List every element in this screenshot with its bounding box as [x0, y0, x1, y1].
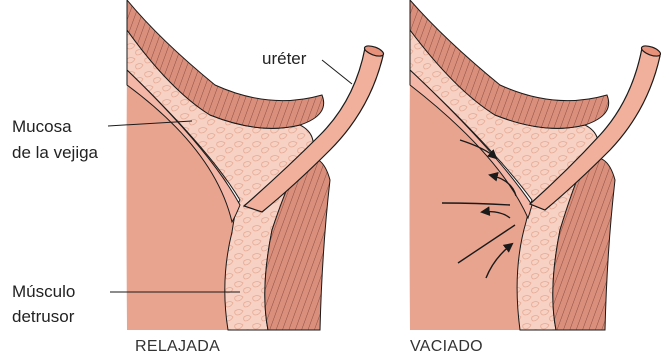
musculo-label-line2: detrusor	[12, 306, 74, 328]
relaxed-panel	[108, 0, 385, 330]
voiding-panel	[410, 0, 662, 330]
mucosa-label-line2: de la vejiga	[12, 142, 98, 164]
relaxed-caption: RELAJADA	[135, 338, 220, 356]
voiding-caption: VACIADO	[410, 338, 483, 356]
ureter-leader-line	[322, 60, 352, 84]
musculo-label-line1: Músculo	[12, 281, 75, 303]
mucosa-label-line1: Mucosa	[12, 116, 72, 138]
ureter-label: uréter	[262, 48, 306, 70]
